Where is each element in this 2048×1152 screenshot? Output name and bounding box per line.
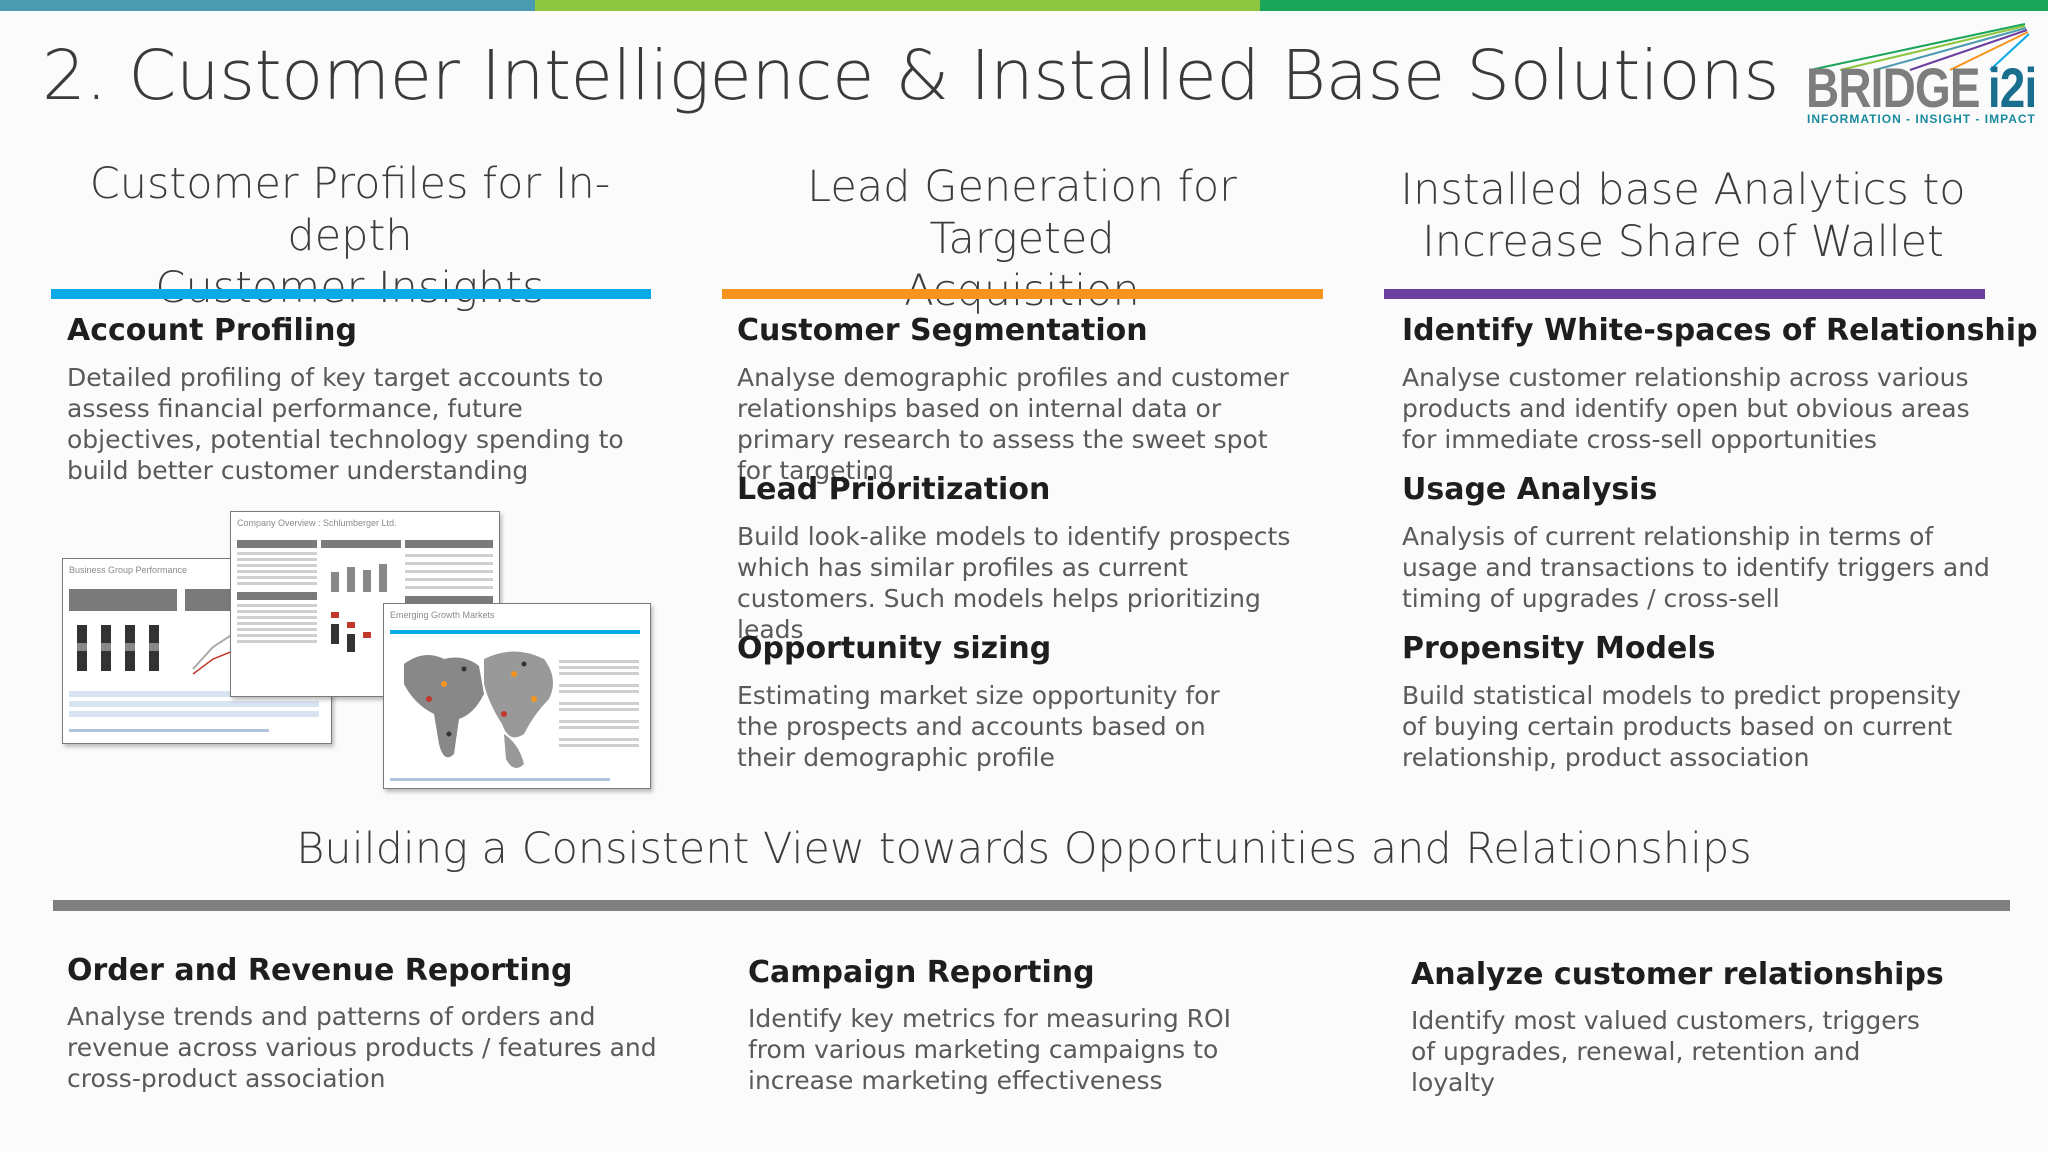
thumbnail-left-title: Business Group Performance [69,565,188,575]
thumbnail-center-title: Company Overview : Schlumberger Ltd. [237,518,397,528]
propensity-models-text: Build statistical models to predict prop… [1402,681,1962,772]
white-spaces-text: Analyse customer relationship across var… [1402,363,1970,454]
middle-heading: Building a Consistent View towards Oppor… [296,824,1752,874]
opportunity-sizing-title: Opportunity sizing [737,631,1052,666]
column-2-rule [722,289,1323,299]
usage-analysis-title: Usage Analysis [1402,472,1658,507]
column-3-rule [1384,289,1985,299]
thumbnail-left-charts [69,625,319,732]
middle-rule [53,900,2010,911]
customer-segmentation-text: Analyse demographic profiles and custome… [737,363,1289,485]
campaign-reporting-title: Campaign Reporting [748,955,1095,990]
column-2-heading-line1: Lead Generation for Targeted [807,162,1237,264]
column-3-heading-line1: Installed base Analytics to [1400,165,1966,215]
propensity-models-title: Propensity Models [1402,631,1716,666]
emerging-growth-markets-thumbnail: Emerging Growth Markets [383,603,651,789]
customer-segmentation-title: Customer Segmentation [737,313,1148,348]
campaign-reporting-text: Identify key metrics for measuring ROI f… [748,1004,1232,1095]
logo-tagline: INFORMATION - INSIGHT - IMPACT [1807,112,2036,126]
top-bar-green [1260,0,2048,11]
column-1-heading-line1: Customer Profiles for In-depth [89,159,611,261]
column-1-rule [51,289,651,299]
logo-rays-icon [1809,23,2030,71]
account-profiling-title: Account Profiling [67,313,357,348]
account-profiling-text: Detailed profiling of key target account… [67,363,624,485]
top-bar-teal [0,0,535,11]
white-spaces-title: Identify White-spaces of Relationship [1402,313,2038,348]
lead-prioritization-title: Lead Prioritization [737,472,1051,507]
thumbnail-center-table [237,540,493,652]
logo-name-a: BRIDGE [1806,56,1980,119]
thumbnail-right-title: Emerging Growth Markets [390,610,495,620]
thumbnail-right-map [390,630,640,781]
lead-prioritization-text: Build look-alike models to identify pros… [737,522,1291,644]
slide-title: 2. Customer Intelligence & Installed Bas… [42,36,1779,116]
order-revenue-reporting-text: Analyse trends and patterns of orders an… [67,1002,657,1093]
column-3-heading-line2: Increase Share of Wallet [1422,217,1944,267]
top-bar-lime [535,0,1260,11]
opportunity-sizing-text: Estimating market size opportunity for t… [737,681,1220,772]
logo-name-b: i2i [1987,56,2037,119]
analyze-customer-relationships-title: Analyze customer relationships [1411,957,1944,992]
order-revenue-reporting-title: Order and Revenue Reporting [67,953,573,988]
column-3-heading: Installed base Analytics to Increase Sha… [1383,164,1983,268]
column-1-heading: Customer Profiles for In-depth Customer … [50,158,650,314]
usage-analysis-text: Analysis of current relationship in term… [1402,522,1990,613]
analyze-customer-relationships-text: Identify most valued customers, triggers… [1411,1006,1920,1097]
column-1-heading-line2: Customer Insights [155,263,545,313]
